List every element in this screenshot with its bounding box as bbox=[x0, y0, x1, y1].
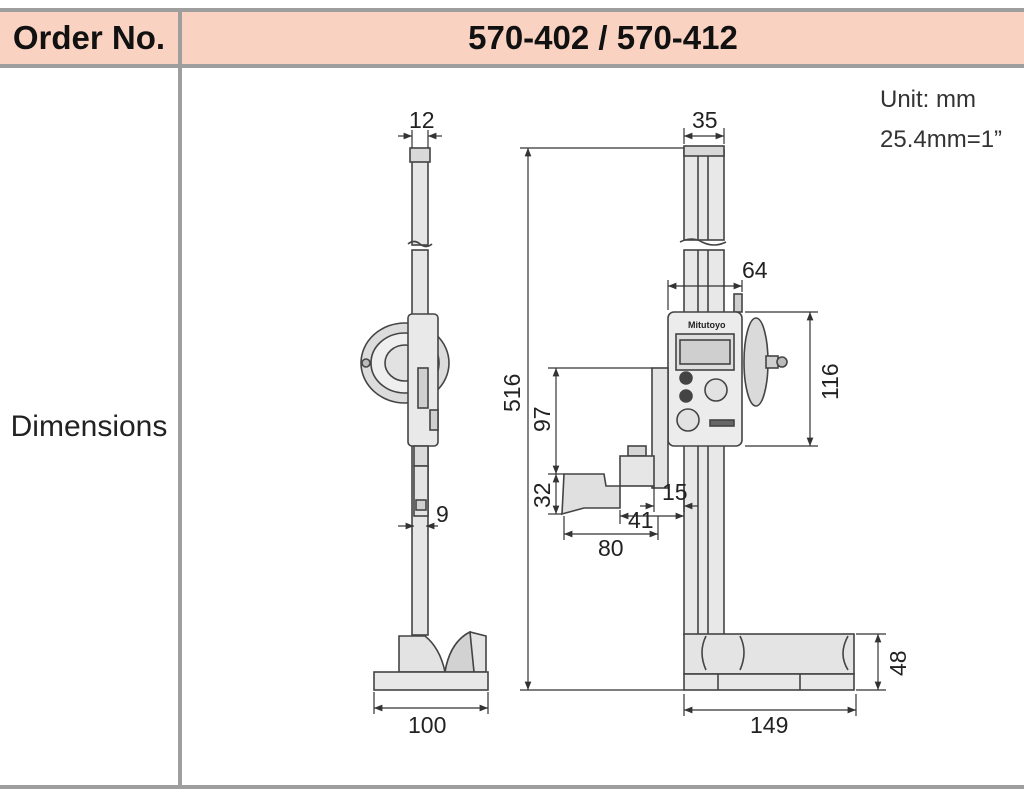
dim-slider-offset: 64 bbox=[742, 257, 768, 283]
side-view bbox=[360, 147, 489, 691]
front-base-plate bbox=[683, 673, 855, 691]
dim-beam-width-front: 35 bbox=[692, 107, 718, 133]
dimension-drawing: 12 9 100 bbox=[360, 107, 911, 738]
unit-label: Unit: mm bbox=[880, 86, 976, 113]
dim-jaw-reach: 41 bbox=[628, 507, 654, 533]
dim-jaw-length: 80 bbox=[598, 535, 624, 561]
dim-beam-width-side: 12 bbox=[409, 107, 435, 133]
side-base-plate bbox=[373, 671, 489, 691]
slider-button-2 bbox=[679, 389, 693, 403]
dimensions-label: Dimensions bbox=[10, 410, 168, 443]
dim-overall-height: 516 bbox=[499, 374, 525, 412]
order-no-label: Order No. bbox=[0, 12, 178, 64]
dim-jaw-gap: 15 bbox=[662, 479, 688, 505]
unit-conversion: 25.4mm=1” bbox=[880, 126, 1003, 153]
dim-base-width: 149 bbox=[750, 712, 788, 738]
brand-logo: Mitutoyo bbox=[688, 320, 726, 330]
order-no-value: 570-402 / 570-412 bbox=[182, 12, 1024, 64]
dim-base-height: 48 bbox=[885, 650, 911, 676]
column-divider bbox=[178, 8, 182, 788]
slider-zero-button bbox=[676, 408, 700, 432]
hand-wheel bbox=[743, 317, 769, 407]
front-base-block bbox=[683, 633, 855, 675]
scriber-clamp bbox=[619, 455, 655, 487]
dim-jaw-top: 97 bbox=[529, 406, 555, 432]
scriber-jaw bbox=[561, 473, 621, 516]
dim-jaw-bottom: 32 bbox=[529, 482, 555, 508]
slider-dial-button bbox=[704, 378, 728, 402]
bottom-border bbox=[0, 785, 1024, 789]
dim-slider-height: 116 bbox=[817, 363, 843, 400]
side-beam-upper bbox=[411, 149, 429, 246]
slider-button-1 bbox=[679, 371, 693, 385]
header-divider bbox=[0, 64, 1024, 68]
jaw-holder-arm bbox=[651, 367, 669, 489]
dim-gauge-thickness: 9 bbox=[436, 501, 449, 527]
top-border bbox=[0, 8, 1024, 12]
dim-base-depth: 100 bbox=[408, 712, 446, 738]
front-column-upper bbox=[683, 149, 725, 241]
front-view bbox=[561, 145, 855, 691]
